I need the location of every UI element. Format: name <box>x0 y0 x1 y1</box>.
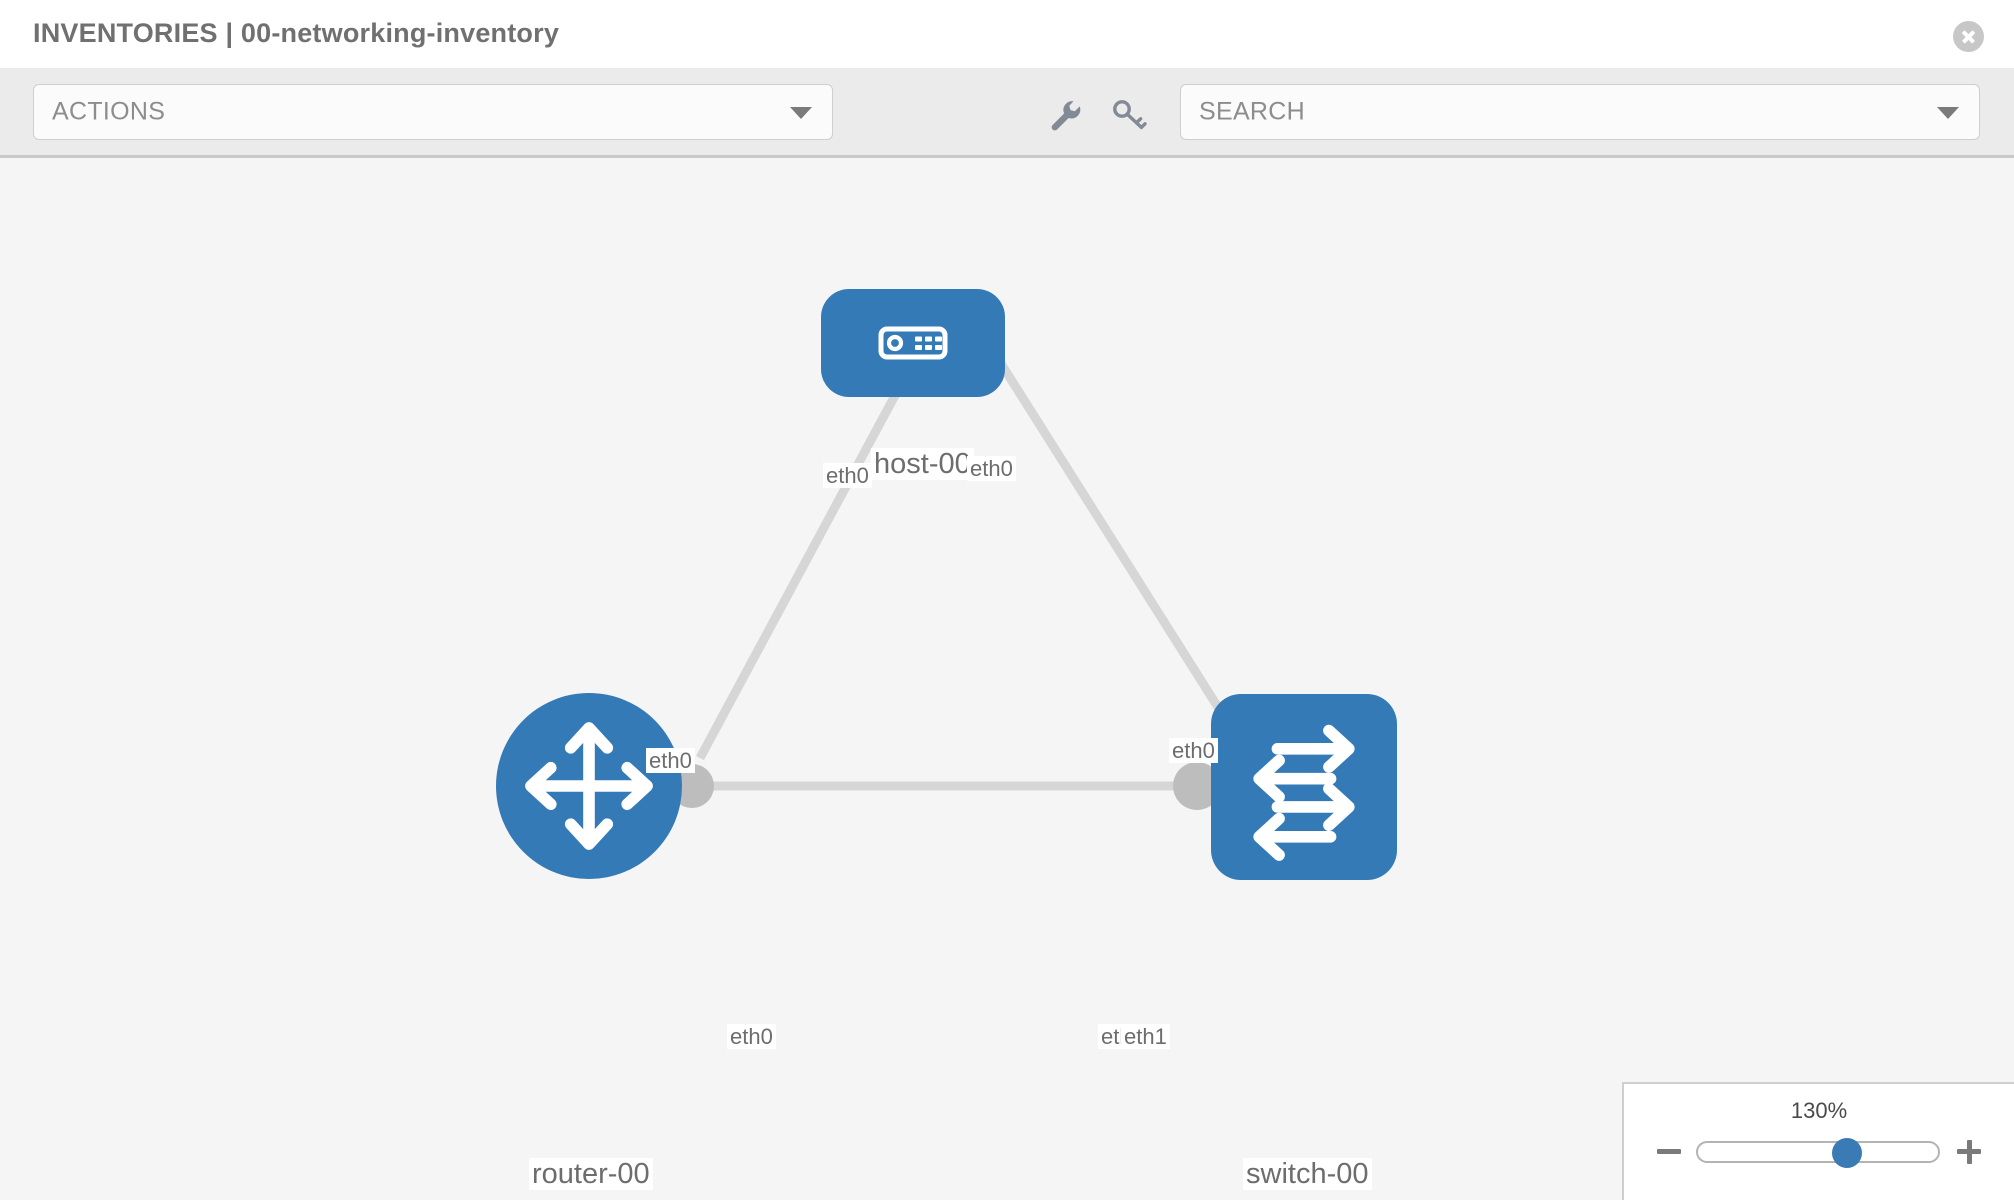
chevron-down-icon <box>1937 107 1959 119</box>
iface-label-host-eth0-right: eth0 <box>967 456 1016 482</box>
zoom-slider-thumb[interactable] <box>1831 1138 1862 1168</box>
page-header: INVENTORIES | 00-networking-inventory <box>0 0 2014 68</box>
node-switch-00[interactable] <box>1211 694 1397 880</box>
edge-group <box>680 359 1254 791</box>
zoom-slider-track[interactable] <box>1696 1138 1940 1168</box>
zoom-level-label: 130% <box>1790 1098 1848 1123</box>
edge-host-router <box>696 359 917 761</box>
iface-label-router-eth0-up: eth0 <box>646 748 695 774</box>
node-host-00[interactable] <box>821 289 1005 397</box>
actions-dropdown[interactable]: ACTIONS <box>33 84 833 140</box>
edge-host-switch <box>996 359 1254 761</box>
node-router-00[interactable] <box>496 693 682 879</box>
search-placeholder: SEARCH <box>1199 97 1305 126</box>
wrench-icon[interactable] <box>1044 94 1084 134</box>
iface-label-host-eth0-left: eth0 <box>823 463 872 489</box>
connector-dot <box>1173 762 1221 810</box>
node-label-router-00: router-00 <box>529 1158 653 1191</box>
search-input[interactable]: SEARCH <box>1180 84 1980 140</box>
key-icon[interactable] <box>1108 94 1148 134</box>
page-title: INVENTORIES | 00-networking-inventory <box>33 18 560 48</box>
zoom-slider-row <box>1624 1136 2014 1176</box>
zoom-control-panel: 130% <box>1622 1082 2014 1200</box>
topology-canvas[interactable]: host-00 router-00 switch-00 eth0 eth0 et… <box>0 158 2014 1200</box>
zoom-out-button[interactable] <box>1654 1136 1684 1166</box>
iface-label-switch-eth1: eth1 <box>1121 1024 1170 1050</box>
iface-label-switch-eth0-up: eth0 <box>1169 738 1218 764</box>
iface-label-router-eth0: eth0 <box>727 1024 776 1050</box>
topology-graph <box>496 289 1397 880</box>
close-icon[interactable] <box>1953 21 1984 52</box>
toolbar: ACTIONS SEARCH <box>0 68 2014 158</box>
actions-dropdown-label: ACTIONS <box>52 97 166 126</box>
zoom-in-button[interactable] <box>1954 1136 1984 1166</box>
chevron-down-icon <box>790 107 812 119</box>
node-label-switch-00: switch-00 <box>1243 1158 1372 1191</box>
node-label-host-00: host-00 <box>871 448 974 481</box>
